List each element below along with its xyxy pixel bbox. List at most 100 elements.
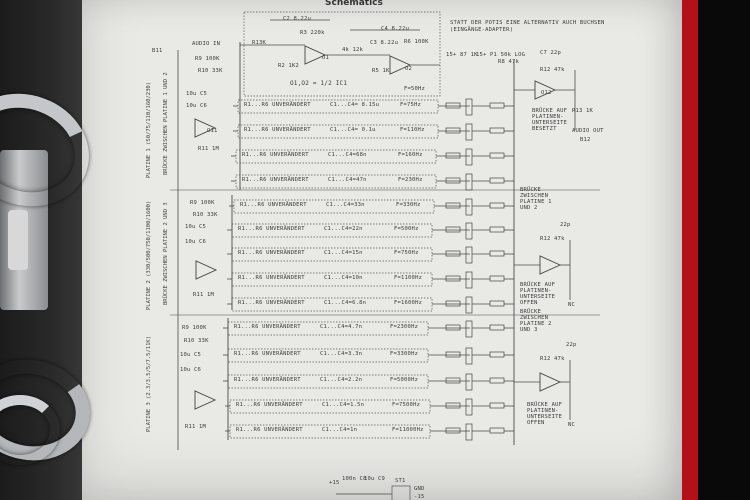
- dark-background: [698, 0, 750, 500]
- row-resistor-out: [489, 127, 505, 134]
- row-label: R1...R6 UNVERÄNDERT: [242, 152, 309, 158]
- row-resistor: [445, 427, 461, 434]
- band-label-platine-1: PLATINE 1 (50/75/110/160/230): [146, 81, 152, 178]
- opamp-input-2: [195, 260, 218, 280]
- row-potentiometer: [465, 123, 473, 141]
- row-resistor-out: [489, 226, 505, 233]
- r10-label: R10 33K: [198, 68, 223, 74]
- band-label-bruecke-1: BRÜCKE ZWISCHEN PLATINE 1 UND 2: [163, 72, 169, 175]
- r11-label: R11 1M: [198, 146, 220, 152]
- row-label: R1...R6 UNVERÄNDERT: [234, 377, 301, 383]
- row-frequency: F=11000Hz: [392, 427, 424, 433]
- r3-label: R3 220k: [300, 30, 325, 36]
- r13b-label: R13 1K: [572, 108, 594, 114]
- row-potentiometer: [465, 398, 473, 416]
- row-resistor: [445, 402, 461, 409]
- c22p-label-1: 22p: [560, 222, 571, 228]
- row-resistor: [445, 152, 461, 159]
- schematic-title: Schematics: [325, 0, 383, 8]
- row-frequency: F=75Hz: [400, 102, 422, 108]
- row-resistor: [445, 127, 461, 134]
- filter-row-box: [231, 297, 433, 312]
- row-resistor-out: [489, 275, 505, 282]
- row-caps: C1...C4= 0.1u: [330, 127, 376, 133]
- row-label: R1...R6 UNVERÄNDERT: [236, 402, 303, 408]
- gnd-label: GND: [414, 486, 425, 492]
- row-label: R1...R6 UNVERÄNDERT: [238, 275, 305, 281]
- row-caps: C1...C4=1n: [322, 427, 358, 433]
- band-label-platine-3: PLATINE 3 (2.3/3.5/5/7.5/11K): [146, 335, 152, 432]
- row-resistor-out: [489, 324, 505, 331]
- row-label: R1...R6 UNVERÄNDERT: [238, 226, 305, 232]
- pot-label: 15+ 87 1K: [446, 52, 478, 58]
- c3-label: C3 8.22u: [370, 40, 399, 46]
- opamp-output-2: [539, 255, 562, 275]
- o2-label: O2: [405, 66, 413, 72]
- filter-row-box: [231, 247, 433, 262]
- r47k-label-1: R12 47k: [540, 236, 565, 242]
- band-label-bruecke-2: BRÜCKE ZWISCHEN PLATINE 2 UND 3: [163, 202, 169, 305]
- schematic-page: [82, 0, 698, 500]
- note-text-2: (EINGÄNGE-ADAPTER): [450, 27, 514, 33]
- row-label: R1...R6 UNVERÄNDERT: [238, 300, 305, 306]
- c22p-label-2: 22p: [566, 342, 577, 348]
- row-resistor-out: [489, 427, 505, 434]
- r13k-label: R13K: [252, 40, 267, 46]
- opamp-note: O1,O2 = 1/2 IC1: [290, 80, 348, 87]
- c5-label: 10u C5: [186, 91, 208, 97]
- row-label: R1...R6 UNVERÄNDERT: [238, 250, 305, 256]
- row-resistor: [445, 250, 461, 257]
- o11-label: O11: [207, 128, 218, 134]
- row-frequency: F=3300Hz: [390, 351, 419, 357]
- r8-label: R8 47k: [498, 59, 520, 65]
- f-top-label: F=50Hz: [404, 86, 426, 92]
- r2-label: R2 1K2: [278, 63, 300, 69]
- c2-label: C2 8.22u: [283, 16, 312, 22]
- c6-label: 10u C6: [186, 103, 208, 109]
- b11-label: B11: [152, 48, 163, 54]
- input-label: AUDIO IN: [192, 41, 221, 47]
- minus15-label: -15: [414, 494, 425, 500]
- c5-label-3: 10u C5: [180, 352, 202, 358]
- plus15-label: +15: [329, 480, 340, 486]
- row-potentiometer: [465, 347, 473, 365]
- row-resistor: [445, 351, 461, 358]
- row-frequency: F=7500Hz: [392, 402, 421, 408]
- row-potentiometer: [465, 173, 473, 191]
- row-label: R1...R6 UNVERÄNDERT: [240, 202, 307, 208]
- row-caps: C1...C4=22n: [324, 226, 363, 232]
- row-potentiometer: [465, 271, 473, 289]
- row-frequency: F=2300Hz: [390, 324, 419, 330]
- note-text: STATT DER POTIS EINE ALTERNATIV AUCH BUC…: [450, 20, 605, 26]
- row-frequency: F=160Hz: [398, 152, 423, 158]
- row-frequency: F=230Hz: [398, 177, 423, 183]
- row-label: R1...R6 UNVERÄNDERT: [234, 351, 301, 357]
- row-resistor: [445, 177, 461, 184]
- row-caps: C1...C4=3.3n: [320, 351, 363, 357]
- r6-label: R6 100K: [404, 39, 429, 45]
- row-resistor-out: [489, 177, 505, 184]
- o12-label: O12: [541, 90, 552, 96]
- row-resistor-out: [489, 377, 505, 384]
- row-caps: C1...C4=6.8n: [324, 300, 367, 306]
- filter-row-box: [235, 149, 437, 164]
- filter-row-box: [233, 199, 435, 214]
- row-caps: C1...C4=4.7n: [320, 324, 363, 330]
- bruecke-4-label: BRÜCKE ZWISCHEN PLATINE 2 UND 3: [520, 309, 552, 333]
- filter-row-box: [237, 99, 439, 114]
- c6-label-2: 10u C6: [185, 239, 207, 245]
- row-resistor-out: [489, 202, 505, 209]
- row-potentiometer: [465, 246, 473, 264]
- r10-label-3: R10 33K: [184, 338, 209, 344]
- top-filter-box: [243, 11, 441, 97]
- c4-label: C4 8.22u: [381, 26, 410, 32]
- row-resistor-out: [489, 402, 505, 409]
- row-caps: C1...C4=1.5n: [322, 402, 365, 408]
- row-resistor-out: [489, 250, 505, 257]
- row-caps: C1...C4=2.2n: [320, 377, 363, 383]
- row-label: R1...R6 UNVERÄNDERT: [244, 102, 311, 108]
- bruecke-1-label: BRÜCKE AUF PLATINEN- UNTERSEITE BESETZT: [532, 108, 568, 132]
- band-label-platine-2: PLATINE 2 (330/500/750/1100/1600): [146, 200, 152, 310]
